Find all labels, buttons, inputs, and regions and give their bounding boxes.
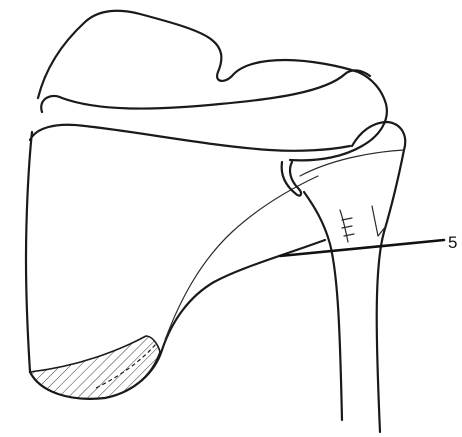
upper-articular-line [41, 70, 370, 112]
upper-bone-outline [38, 11, 387, 161]
shaft-mark-left [340, 210, 348, 242]
inner-curve [165, 176, 318, 340]
joint-notch [282, 162, 301, 196]
label-5: 5 [448, 233, 457, 252]
shaft-joint-line [300, 150, 404, 176]
hatched-region [30, 336, 160, 399]
shaft-left-edge [304, 192, 342, 420]
shaft-texture [342, 218, 354, 236]
right-small-bone [352, 122, 405, 150]
neck-line [30, 125, 350, 151]
shaft-right-edge [377, 150, 404, 432]
main-body-outline [26, 132, 325, 399]
